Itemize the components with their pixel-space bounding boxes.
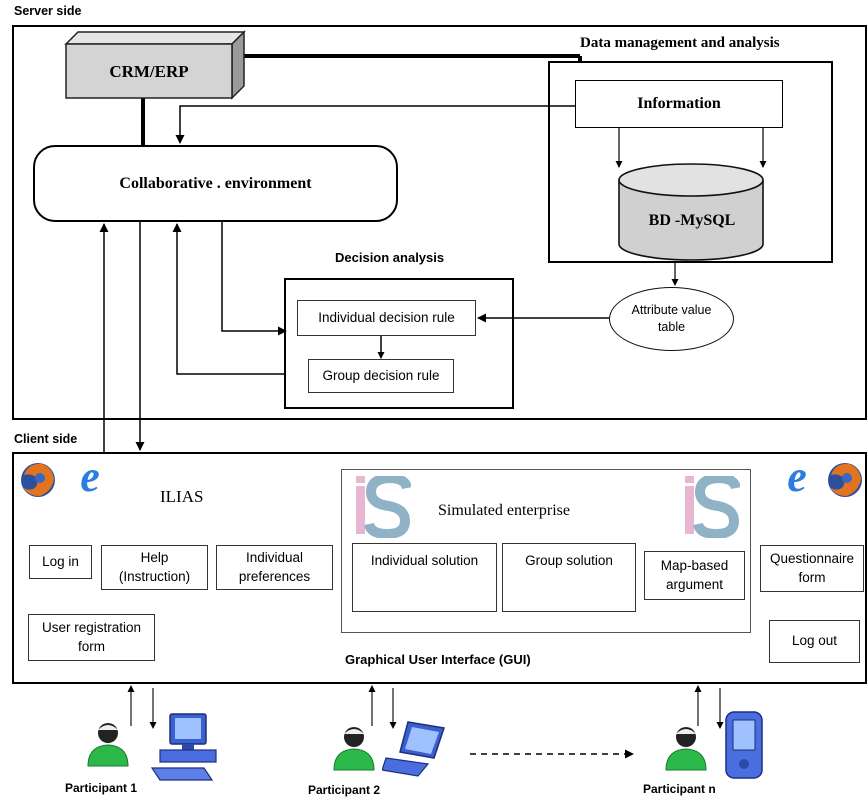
laptop-icon bbox=[382, 721, 445, 777]
individual-preferences-button[interactable]: Individual preferences bbox=[216, 545, 333, 590]
help-label: Help (Instruction) bbox=[118, 550, 191, 584]
participant-2-label: Participant 2 bbox=[308, 783, 381, 797]
simulated-enterprise-title: Simulated enterprise bbox=[438, 502, 570, 519]
individual-solution-button[interactable]: Individual solution bbox=[352, 543, 497, 612]
questionnaire-form-button[interactable]: Questionnaire form bbox=[760, 545, 864, 592]
participant-1-label: Participant 1 bbox=[65, 781, 138, 795]
collaborative-environment-label: Collaborative . environment bbox=[119, 174, 312, 192]
user-icon bbox=[87, 723, 129, 767]
firefox-icon bbox=[828, 463, 862, 497]
individual-solution-label: Individual solution bbox=[370, 553, 479, 568]
data-management-title: Data management and analysis bbox=[580, 35, 780, 51]
server-side-label: Server side bbox=[14, 4, 82, 18]
ilias-title: ILIAS bbox=[160, 487, 204, 506]
group-solution-label: Group solution bbox=[525, 553, 613, 568]
crm-erp-label: CRM/ERP bbox=[109, 62, 189, 81]
group-decision-rule-label: Group decision rule bbox=[322, 367, 440, 383]
gui-label: Graphical User Interface (GUI) bbox=[345, 652, 531, 667]
pda-icon bbox=[725, 711, 763, 779]
attribute-value-table: Attribute value table bbox=[609, 287, 734, 351]
user-icon bbox=[665, 727, 707, 771]
client-side-label: Client side bbox=[14, 432, 78, 446]
simulated-enterprise-panel bbox=[341, 469, 751, 633]
decision-analysis-frame bbox=[284, 278, 514, 409]
is-logo-icon bbox=[356, 476, 411, 538]
crm-erp-block bbox=[64, 30, 246, 100]
collaborative-environment: Collaborative . environment bbox=[33, 145, 398, 222]
user-registration-button[interactable]: User registration form bbox=[28, 614, 155, 661]
firefox-icon bbox=[21, 463, 55, 497]
individual-decision-rule-label: Individual decision rule bbox=[318, 309, 455, 325]
information-box: Information bbox=[575, 80, 783, 128]
is-logo-icon bbox=[685, 476, 740, 538]
participant-n-label: Participant n bbox=[643, 782, 716, 796]
logout-button[interactable]: Log out bbox=[769, 620, 860, 663]
login-label: Log in bbox=[42, 553, 79, 569]
database-label: BD -MySQL bbox=[648, 212, 736, 229]
desktop-computer-icon bbox=[150, 713, 217, 781]
internet-explorer-icon: e bbox=[80, 452, 100, 501]
individual-decision-rule-box: Individual decision rule bbox=[297, 300, 476, 336]
client-side-frame bbox=[12, 452, 867, 684]
data-management-frame bbox=[548, 61, 833, 263]
map-based-argument-button[interactable]: Map-based argument bbox=[644, 551, 745, 600]
individual-preferences-label: Individual preferences bbox=[238, 550, 311, 584]
logout-label: Log out bbox=[791, 633, 838, 649]
map-based-argument-label: Map-based argument bbox=[660, 558, 729, 592]
user-icon bbox=[333, 727, 375, 771]
group-decision-rule-box: Group decision rule bbox=[308, 359, 454, 393]
user-registration-label: User registration form bbox=[41, 620, 142, 654]
internet-explorer-icon: e bbox=[787, 452, 807, 501]
server-side-frame bbox=[12, 25, 867, 420]
attribute-value-table-label: Attribute value table bbox=[631, 303, 712, 334]
login-button[interactable]: Log in bbox=[29, 545, 92, 579]
database-cylinder-icon bbox=[618, 163, 764, 261]
questionnaire-form-label: Questionnaire form bbox=[769, 551, 855, 585]
group-solution-button[interactable]: Group solution bbox=[502, 543, 636, 612]
decision-analysis-title: Decision analysis bbox=[335, 250, 445, 265]
help-button[interactable]: Help (Instruction) bbox=[101, 545, 208, 590]
information-label: Information bbox=[637, 95, 721, 113]
